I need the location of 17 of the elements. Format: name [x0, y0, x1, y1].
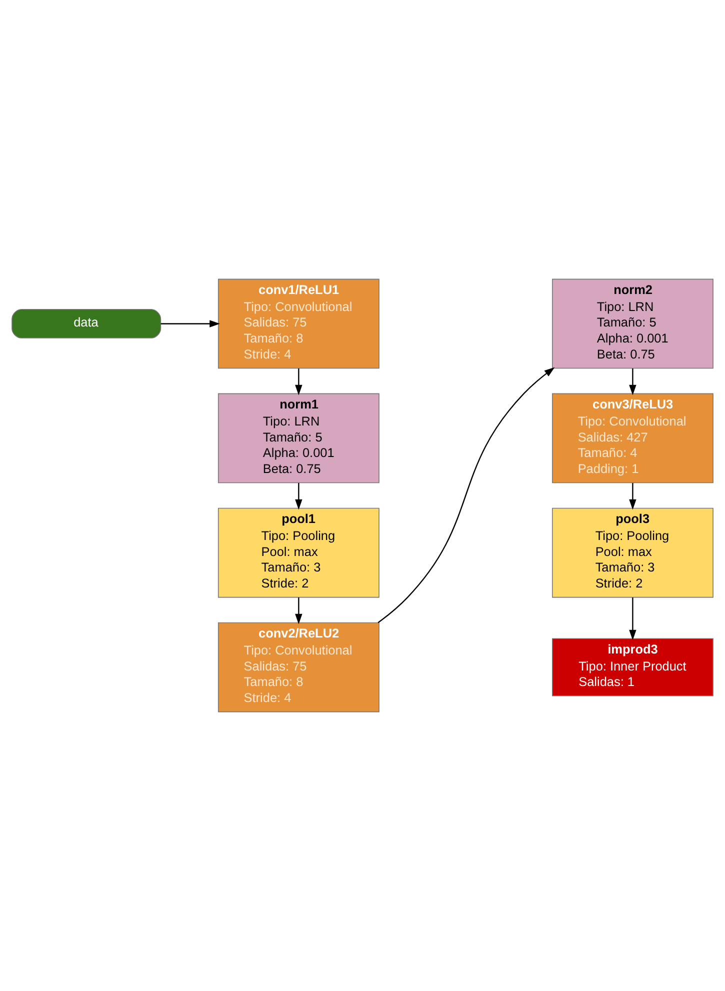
arrow [629, 598, 636, 640]
node-box: norm1 Tipo: LRN Tamaño: 5 Alpha: 0.001 Beta: 0.75 [218, 393, 380, 484]
node-box: norm2 Tipo: LRN Tamaño: 5 Alpha: 0.001 Beta: 0.75 [552, 278, 714, 369]
arrow [295, 368, 302, 396]
arrow [629, 483, 636, 510]
arrow [629, 368, 636, 396]
node-box: improd3 Tipo: Inner Product Salidas: 1 [552, 638, 714, 696]
node-box: conv2/ReLU2 Tipo: Convolutional Salidas: 75 Tamaño: 8 Stride: 4 [218, 622, 380, 712]
node-box: pool3 Tipo: Pooling Pool: max Tamaño: 3 Stride: 2 [552, 508, 714, 598]
node-box: data [12, 309, 162, 338]
arrow [160, 320, 220, 328]
node-box: conv1/ReLU1 Tipo: Convolutional Salidas: 75 Tamaño: 8 Stride: 4 [218, 278, 380, 369]
node-box: pool1 Tipo: Pooling Pool: max Tamaño: 3 Stride: 2 [218, 508, 380, 598]
arrow [295, 598, 302, 624]
arrow [295, 483, 302, 510]
node-box: conv3/ReLU3 Tipo: Convolutional Salidas: 427 Tamaño: 4 Padding: 1 [552, 393, 714, 484]
arrow [378, 367, 555, 624]
